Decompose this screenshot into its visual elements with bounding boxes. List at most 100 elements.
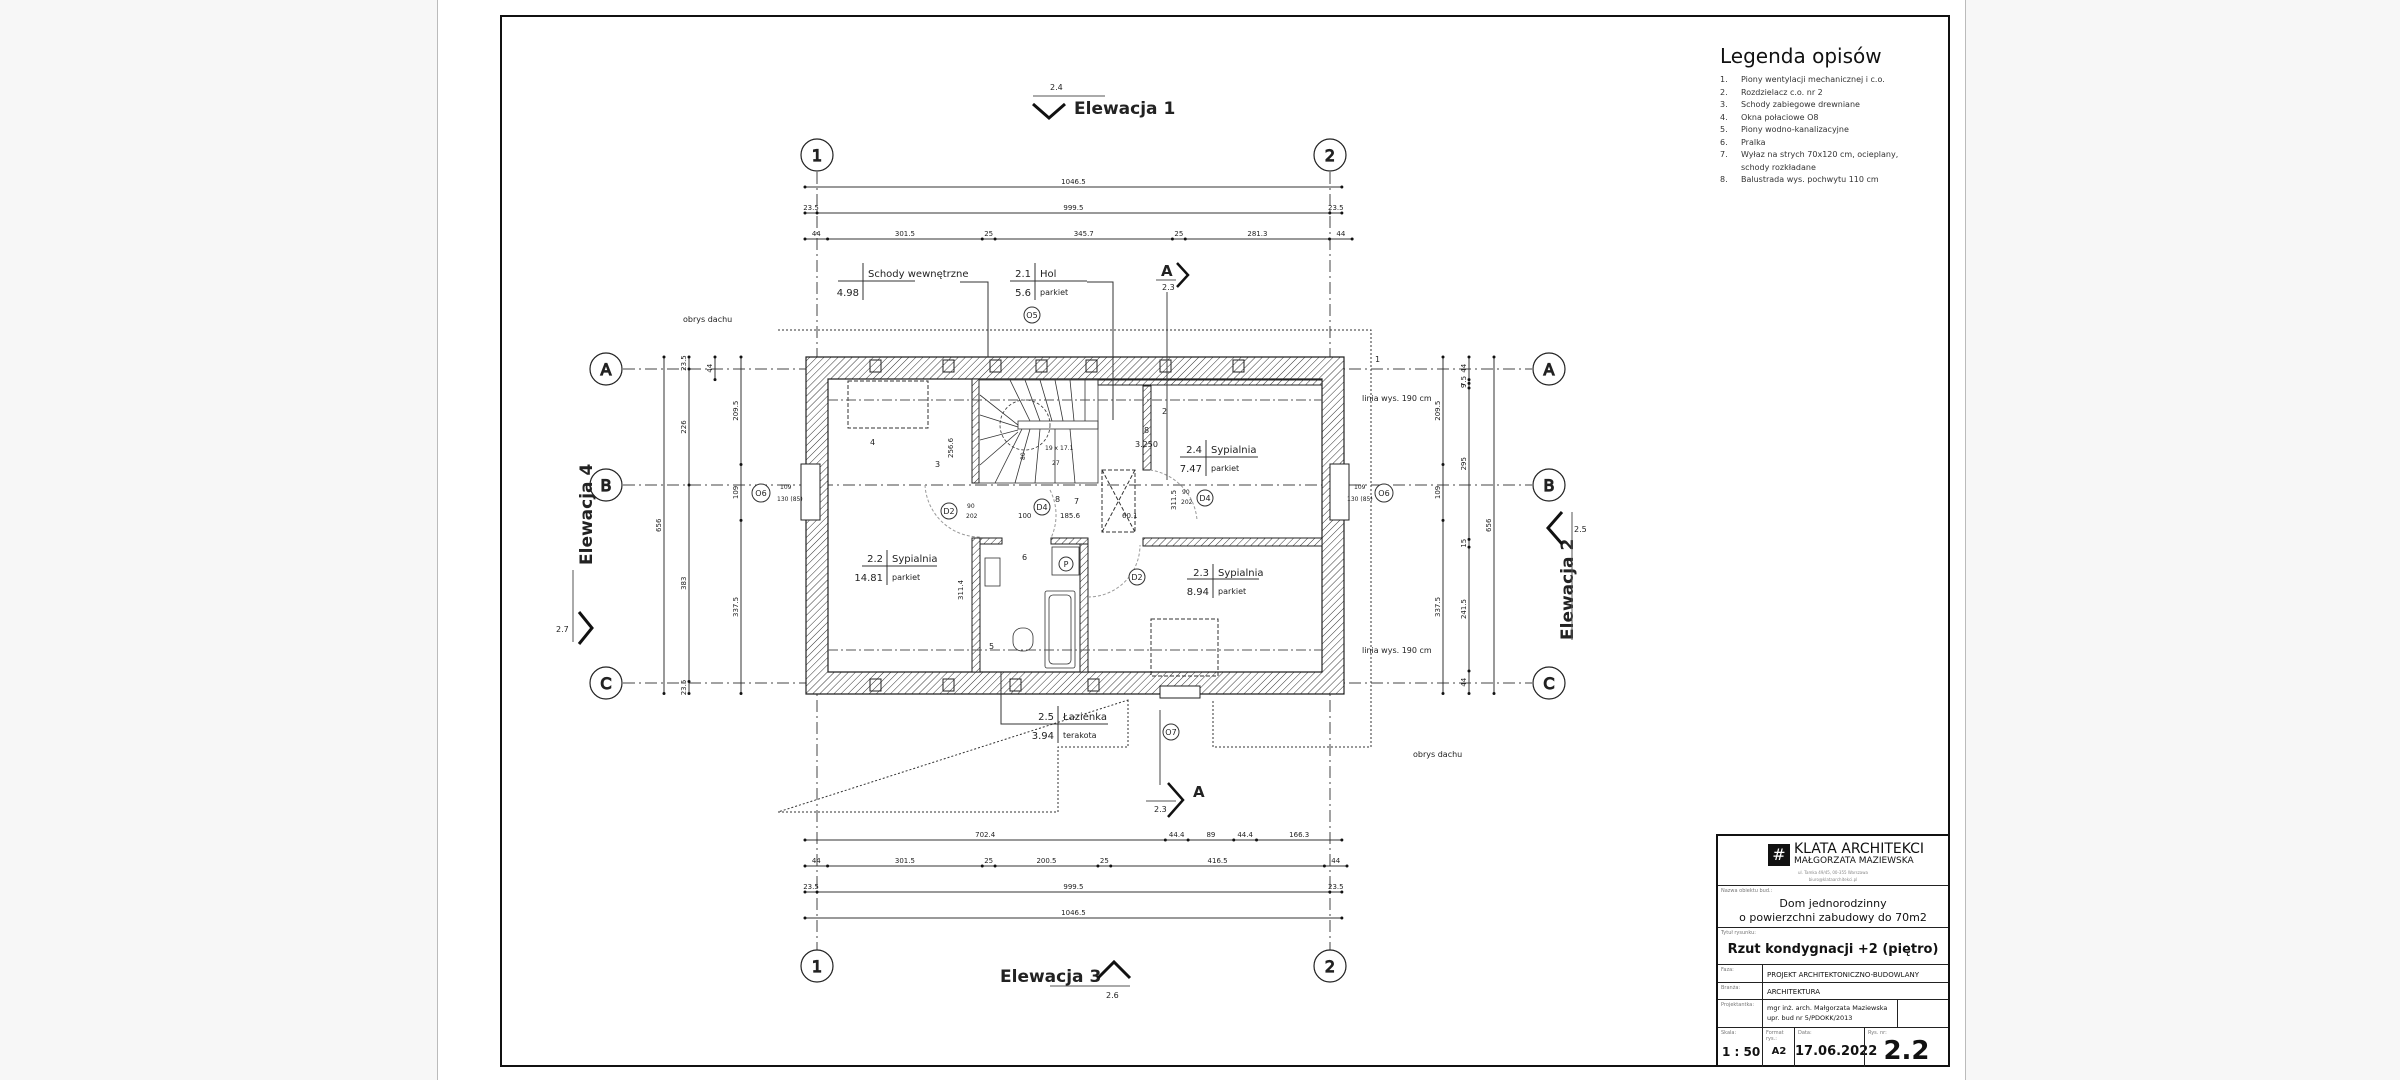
dimension-value: 301.5 (895, 857, 915, 865)
plan-annotations: obrys dachu obrys dachu linia wys. 190 c… (683, 315, 1462, 759)
dimension-value: 9 (1460, 383, 1468, 387)
svg-text:parkiet: parkiet (1211, 464, 1239, 473)
svg-text:D4: D4 (1199, 494, 1210, 503)
svg-text:B: B (601, 476, 612, 495)
dimension-value: 416.5 (1208, 857, 1228, 865)
dimension-tick (826, 237, 830, 241)
svg-text:4.98: 4.98 (837, 288, 859, 299)
legend-item-text: schody rozkładane (1741, 162, 1816, 172)
dimension-tick (1340, 185, 1344, 189)
dimension-tick (687, 692, 691, 696)
legend-item: 8.Balustrada wys. pochwytu 110 cm (1720, 174, 1940, 187)
dimension-value: 23.5 (1328, 883, 1344, 891)
dimension-tick (1467, 545, 1471, 549)
svg-text:A: A (1544, 360, 1555, 379)
staircase (978, 379, 1099, 484)
svg-text:2.4: 2.4 (1186, 445, 1202, 456)
svg-text:obrys dachu: obrys dachu (683, 315, 732, 324)
dimension-value: 1046.5 (1061, 909, 1086, 917)
dimension-tick (1350, 237, 1354, 241)
dimension-value: 23.5 (1328, 204, 1344, 212)
drawing-title-row: Tytuł rysunku: Rzut kondygnacji +2 (pięt… (1718, 928, 1948, 965)
legend-item: 4.Okna połaciowe O8 (1720, 112, 1940, 125)
dimension-tick (1340, 838, 1344, 842)
dimension-tick (1467, 386, 1471, 390)
dimension-tick (662, 355, 666, 359)
svg-text:202: 202 (966, 513, 978, 520)
dimension-value: 25 (1100, 857, 1109, 865)
svg-text:2: 2 (1162, 407, 1167, 416)
dimension-tick (1109, 864, 1113, 868)
axis-bubble-2-top: 2 (1313, 138, 1347, 172)
dimension-value: 44.4 (1237, 831, 1253, 839)
dimension-tick (1183, 237, 1187, 241)
dimension-tick (803, 838, 807, 842)
dimension-tick (826, 864, 830, 868)
object-name-row: Nazwa obiektu bud.: Dom jednorodzinny o … (1718, 886, 1948, 928)
legend-item: 1.Piony wentylacji mechanicznej i c.o. (1720, 74, 1940, 87)
legend-item-number: 7. (1720, 150, 1728, 159)
dimension-value: 15 (1460, 539, 1468, 548)
legend-item-text: Pralka (1741, 137, 1766, 147)
legend-item-number: 1. (1720, 75, 1728, 84)
axis-bubble-b-left: B (589, 468, 623, 502)
door-tag-d2: D2 (1128, 568, 1146, 586)
svg-text:100: 100 (1018, 512, 1031, 520)
svg-text:109: 109 (780, 484, 792, 491)
svg-text:O6: O6 (1378, 489, 1389, 498)
svg-text:8.94: 8.94 (1187, 587, 1209, 598)
dimension-tick (803, 237, 807, 241)
svg-text:3.250: 3.250 (1135, 440, 1158, 449)
dimension-tick (1467, 537, 1471, 541)
dimension-value: 281.3 (1247, 230, 1267, 238)
svg-text:Łazienka: Łazienka (1062, 712, 1107, 723)
dimension-tick (1467, 378, 1471, 382)
dimension-tick (1232, 838, 1236, 842)
dimension-tick (980, 237, 984, 241)
dimension-value: 209.5 (1434, 401, 1442, 421)
dimension-value: 1046.5 (1061, 178, 1086, 186)
dimension-value: 295 (1460, 457, 1468, 470)
svg-text:C: C (1543, 674, 1554, 693)
washer-tag-p: P (1058, 556, 1074, 572)
room-label-hol: 2.1 Hol 5.6 parkiet (1010, 263, 1114, 420)
svg-text:130 (85): 130 (85) (1347, 496, 1373, 503)
dimension-tick (1441, 692, 1445, 696)
svg-text:linia wys. 190 cm: linia wys. 190 cm (1362, 646, 1432, 655)
branch-row: Branża: ARCHITEKTURA (1718, 983, 1948, 1000)
svg-text:5: 5 (989, 642, 994, 651)
dimension-tick (1163, 838, 1167, 842)
dimension-tick (1328, 211, 1332, 215)
dimension-tick (1441, 462, 1445, 466)
svg-text:2.6: 2.6 (1106, 991, 1119, 1000)
scale-date-row: Skala: 1 : 50 Format rys.:A2 Data:17.06.… (1718, 1028, 1948, 1067)
svg-text:130 (85): 130 (85) (777, 496, 803, 503)
dimension-value: 109 (732, 486, 740, 499)
dimension-tick (1492, 692, 1496, 696)
svg-text:terakota: terakota (1063, 731, 1097, 740)
axis-bubble-1-top: 1 (800, 138, 834, 172)
window-tag-o6-right: O6 (1374, 483, 1394, 503)
svg-text:80: 80 (1020, 452, 1027, 460)
svg-text:185.6: 185.6 (1060, 512, 1081, 520)
svg-text:linia wys. 190 cm: linia wys. 190 cm (1362, 394, 1432, 403)
dimension-tick (803, 211, 807, 215)
dimension-tick (713, 355, 717, 359)
svg-text:19 x 17.1: 19 x 17.1 (1045, 445, 1074, 452)
dimension-value: 23.5 (803, 883, 819, 891)
svg-text:2.2: 2.2 (867, 554, 883, 565)
svg-text:A: A (1161, 262, 1173, 280)
svg-text:3.94: 3.94 (1032, 731, 1054, 742)
dimension-value: 999.5 (1063, 883, 1083, 891)
svg-text:1: 1 (1375, 355, 1380, 364)
dimension-value: 7.5 (1460, 376, 1468, 387)
designer-row: Projektantka: mgr inż. arch. Małgorzata … (1718, 1000, 1948, 1028)
svg-text:O6: O6 (755, 489, 766, 498)
elevation-4-marker: Elewacja 4 2.7 (556, 464, 597, 645)
svg-text:14.81: 14.81 (854, 573, 883, 584)
door-tag-d2: D2 (940, 502, 958, 520)
legend-item-number: 2. (1720, 87, 1728, 97)
svg-text:60.1: 60.1 (1122, 512, 1138, 520)
dimension-tick (1340, 211, 1344, 215)
